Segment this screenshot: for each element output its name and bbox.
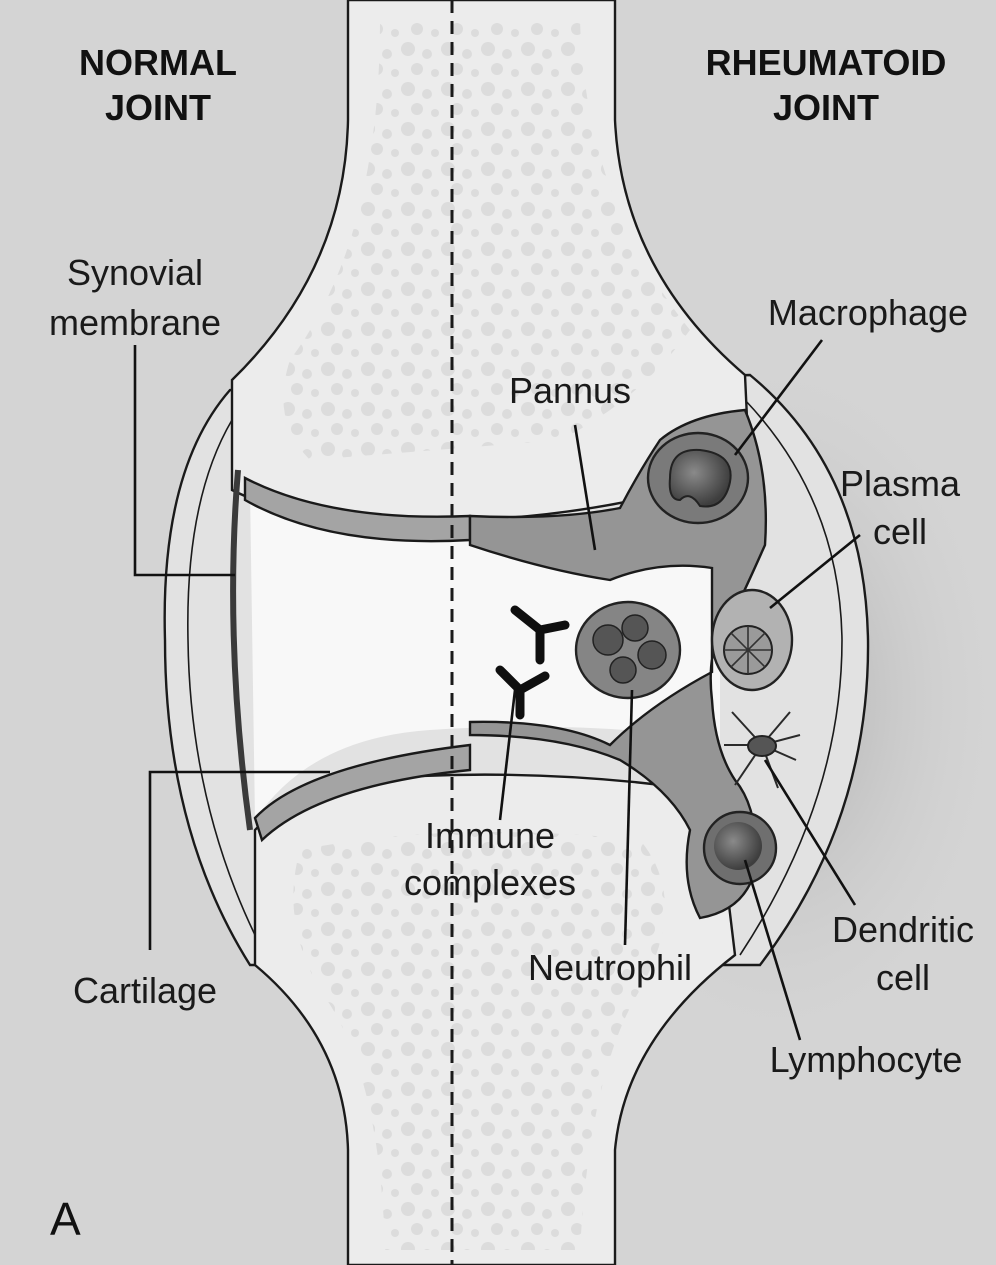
- synovial-membrane-label-line1: Synovial: [67, 252, 203, 293]
- neutrophil-cell: [576, 602, 680, 698]
- immune-complexes-label-line2: complexes: [404, 862, 576, 903]
- synovial-membrane-label-line2: membrane: [49, 302, 221, 343]
- plasma-cell-label-line2: cell: [873, 511, 927, 552]
- immune-complexes-label-line1: Immune: [425, 815, 555, 856]
- plasma-cell-label-line1: Plasma: [840, 463, 961, 504]
- plasma-cell: [712, 590, 792, 690]
- dendritic-cell-label-line2: cell: [876, 957, 930, 998]
- rheumatoid-joint-header-line2: JOINT: [773, 87, 879, 128]
- cartilage-label: Cartilage: [73, 970, 217, 1011]
- lymphocyte-label: Lymphocyte: [770, 1039, 963, 1080]
- macrophage-label: Macrophage: [768, 292, 968, 333]
- normal-joint-header-line1: NORMAL: [79, 42, 237, 83]
- pannus-label: Pannus: [509, 370, 631, 411]
- neutrophil-label: Neutrophil: [528, 947, 692, 988]
- panel-letter: A: [50, 1193, 81, 1245]
- normal-joint-header-line2: JOINT: [105, 87, 211, 128]
- rheumatoid-joint-header-line1: RHEUMATOID: [706, 42, 947, 83]
- macrophage-cell: [648, 433, 748, 523]
- lymphocyte-cell: [704, 812, 776, 884]
- dendritic-cell-label-line1: Dendritic: [832, 909, 974, 950]
